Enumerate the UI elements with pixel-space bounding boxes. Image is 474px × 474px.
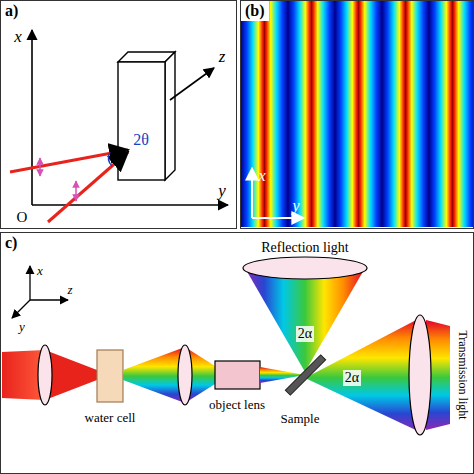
sample-block-front [118,62,165,180]
panel-label: a) [1,1,22,21]
axis-y [32,204,228,206]
figure-panel: (b) [240,0,474,229]
figure-panel: c) [0,232,474,474]
figure-label: 2α [343,370,361,386]
water-cell [97,350,123,402]
axis-x [251,168,253,218]
figure-label: object lens [209,398,265,411]
axis-y [12,300,30,318]
figure-label: x [14,28,22,45]
transmission-cone [305,318,420,432]
panel-c-art [2,257,450,435]
figure-label: 2α [296,326,314,342]
lens [409,315,431,435]
panel-label: c) [1,233,21,253]
panel-a-art [10,30,228,222]
sample-block-side [165,52,175,180]
axis-x [31,30,33,205]
angle-arc [108,152,112,166]
figure-label: z [219,48,226,65]
figure-label: y [292,198,299,214]
interference-fringes [241,1,473,227]
objective-lens [215,361,260,389]
axis-z [30,299,68,300]
lens [178,345,192,405]
figure-label: Transmission light [457,330,469,419]
supercontinuum-beam [123,347,185,403]
axis-x [29,266,30,300]
axis-z [170,68,214,100]
figure-label: water cell [85,411,136,424]
figure-label: z [67,283,72,296]
axis-y [252,217,304,219]
figure-label: y [218,182,226,199]
polarization-arrow [75,181,77,201]
figure-label: Sample [281,412,320,425]
figure-panel: a) [0,0,237,229]
sample-plate [285,355,325,395]
lens [243,257,367,279]
laser-beam [48,152,128,222]
figure-label: x [37,264,43,277]
polarization-arrow [39,158,41,176]
panel-label: (b) [241,1,269,21]
lens [38,345,52,405]
figure-label: Reflection light [261,241,348,255]
figure-label: x [258,168,265,184]
focused-beam [45,350,97,400]
figure-label: 2θ [133,132,149,148]
figure-label: O [17,210,28,225]
figure-label: y [19,320,25,333]
